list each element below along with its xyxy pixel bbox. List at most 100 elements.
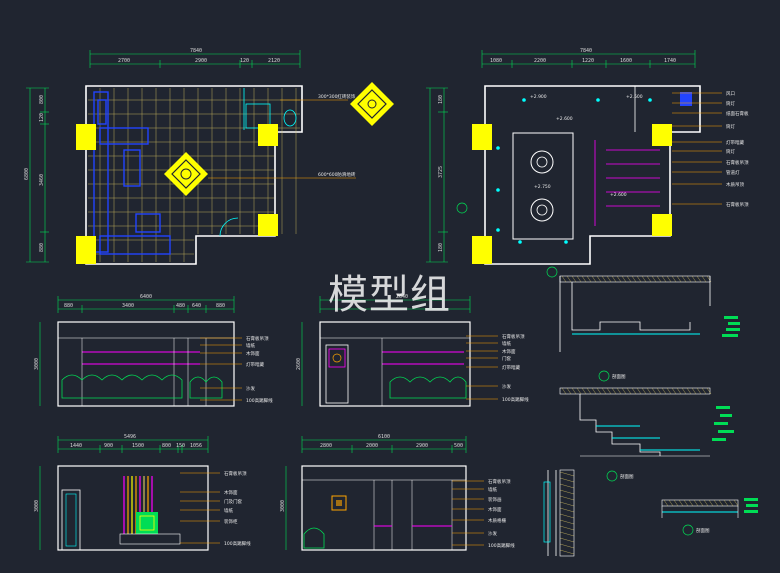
hatch-line bbox=[559, 513, 575, 519]
hatch-line bbox=[601, 387, 607, 395]
floor-plan-depth-2: 120 bbox=[39, 113, 45, 122]
elev-d-total: 6100 bbox=[378, 434, 390, 440]
floor-plan-seg-2: 2900 bbox=[195, 58, 207, 64]
hatch-line bbox=[626, 387, 632, 395]
ceiling-note-10: 石膏板吊顶 bbox=[726, 201, 749, 208]
elevation-b-top-dimension bbox=[319, 296, 471, 313]
elev-a-note-1: 石膏板吊顶 bbox=[246, 335, 269, 342]
hatch-line bbox=[656, 275, 662, 283]
elev-a-seg-5: 880 bbox=[216, 303, 225, 309]
hatch-line bbox=[641, 387, 647, 395]
ceiling-level-4: +2.500 bbox=[626, 94, 643, 100]
elevation-c-top-dimension bbox=[57, 436, 209, 453]
hatch-line bbox=[596, 387, 602, 395]
hatch-line bbox=[713, 499, 719, 507]
ceiling-seg-1: 1080 bbox=[490, 58, 502, 64]
elev-c-seg-5: 150 bbox=[176, 443, 185, 449]
hatch-line bbox=[631, 387, 637, 395]
ceiling-columns bbox=[472, 124, 672, 264]
hatch-line bbox=[666, 387, 672, 395]
elev-d-notes: 石膏板吊顶 墙纸 装饰画 木饰面 木质格栅 沙发 100高踢脚线 bbox=[488, 478, 515, 549]
hatch-line bbox=[566, 387, 572, 395]
floor-plan-seg-4: 2120 bbox=[268, 58, 280, 64]
elev-c-console bbox=[119, 533, 181, 545]
ceiling-light-core-1 bbox=[536, 156, 548, 168]
section-2: 剖面图 bbox=[559, 387, 734, 482]
hatch-line bbox=[708, 499, 714, 507]
elev-d-sofa bbox=[303, 527, 325, 549]
elev-a-note-4: 灯带暗藏 bbox=[246, 361, 264, 368]
ceiling-light-ring-1 bbox=[530, 150, 554, 174]
section-1: 剖面图 bbox=[559, 275, 740, 382]
hatch-line bbox=[641, 275, 647, 283]
floor-plan-floor-note: 600*600防滑地砖 bbox=[318, 171, 356, 178]
ceiling-seg-2: 2200 bbox=[534, 58, 546, 64]
hatch-line bbox=[559, 549, 575, 555]
ceiling-left-dimension bbox=[426, 87, 448, 263]
floor-plan-columns bbox=[76, 124, 278, 264]
hatch-line bbox=[559, 531, 575, 537]
hatch-line bbox=[576, 275, 582, 283]
hatch-line bbox=[586, 275, 592, 283]
elev-b-leaders bbox=[466, 335, 498, 400]
hatch-line bbox=[718, 499, 724, 507]
hatch-line bbox=[561, 275, 567, 283]
hatch-line bbox=[601, 275, 607, 283]
elev-a-note-5: 沙发 bbox=[246, 385, 255, 392]
hatch-line bbox=[691, 275, 697, 283]
elev-b-door-ornament bbox=[332, 353, 342, 363]
hatch-line bbox=[663, 499, 669, 507]
hatch-line bbox=[616, 275, 622, 283]
hatch-line bbox=[701, 387, 707, 395]
floor-plan-decor-medallion bbox=[164, 152, 208, 196]
elev-c-note-5: 装饰柜 bbox=[224, 518, 238, 525]
elev-c-note-1: 石膏板吊顶 bbox=[224, 470, 247, 477]
hatch-line bbox=[571, 387, 577, 395]
ceiling-seg-3: 1220 bbox=[582, 58, 594, 64]
elev-c-note-4: 墙纸 bbox=[224, 507, 233, 514]
elev-c-cabinet bbox=[136, 512, 158, 534]
elev-a-seg-1: 880 bbox=[64, 303, 73, 309]
elevation-a-top-dimension bbox=[57, 296, 235, 313]
elevation-d: 6100 2800 2000 2900 500 3000 石膏板吊顶 墙纸 装饰… bbox=[280, 434, 515, 551]
section-3-label: 剖面图 bbox=[696, 527, 710, 534]
hatch-line bbox=[559, 495, 575, 501]
hatch-line bbox=[596, 275, 602, 283]
hatch-line bbox=[673, 499, 679, 507]
hatch-line bbox=[686, 387, 692, 395]
hatch-line bbox=[611, 387, 617, 395]
hatch-line bbox=[646, 387, 652, 395]
hatch-line bbox=[636, 387, 642, 395]
floor-plan-seg-3: 120 bbox=[240, 58, 249, 64]
ceiling-seg-5: 1740 bbox=[664, 58, 676, 64]
hatch-line bbox=[606, 387, 612, 395]
floor-plan: 7840 2700 2900 120 2120 6800 800 120 346… bbox=[24, 48, 394, 265]
elev-d-picture bbox=[331, 495, 347, 511]
floor-tile-grid bbox=[88, 88, 300, 262]
ceiling-note-3: 纸面石膏板 bbox=[726, 110, 749, 117]
ceiling-plan: 7840 1080 2200 1220 1600 1740 180 3725 1… bbox=[426, 48, 749, 278]
elevation-a: 6400 880 3400 480 640 880 3000 石膏板吊顶 墙纸 … bbox=[34, 294, 273, 407]
elev-a-note-2: 墙纸 bbox=[246, 342, 255, 349]
elev-d-seg-3: 2900 bbox=[416, 443, 428, 449]
elev-c-seg-3: 1500 bbox=[132, 443, 144, 449]
floor-plan-depth-1: 800 bbox=[39, 95, 45, 104]
section-2-label: 剖面图 bbox=[620, 473, 634, 480]
hatch-line bbox=[681, 387, 687, 395]
hatch-line bbox=[678, 499, 684, 507]
hatch-line bbox=[671, 387, 677, 395]
hatch-line bbox=[606, 275, 612, 283]
elev-a-sofa bbox=[61, 374, 223, 399]
floor-plan-depth-3: 3460 bbox=[39, 174, 45, 186]
hatch-line bbox=[661, 387, 667, 395]
hatch-line bbox=[621, 387, 627, 395]
elev-c-seg-2: 900 bbox=[104, 443, 113, 449]
elev-c-seg-6: 1056 bbox=[190, 443, 202, 449]
ceiling-vent bbox=[680, 92, 692, 106]
elev-b-door-panel bbox=[328, 348, 346, 368]
elev-c-door-panel bbox=[65, 493, 77, 547]
elev-b-height: 2600 bbox=[296, 358, 302, 370]
ceiling-seg-4: 1600 bbox=[620, 58, 632, 64]
elev-c-total: 5496 bbox=[124, 434, 136, 440]
